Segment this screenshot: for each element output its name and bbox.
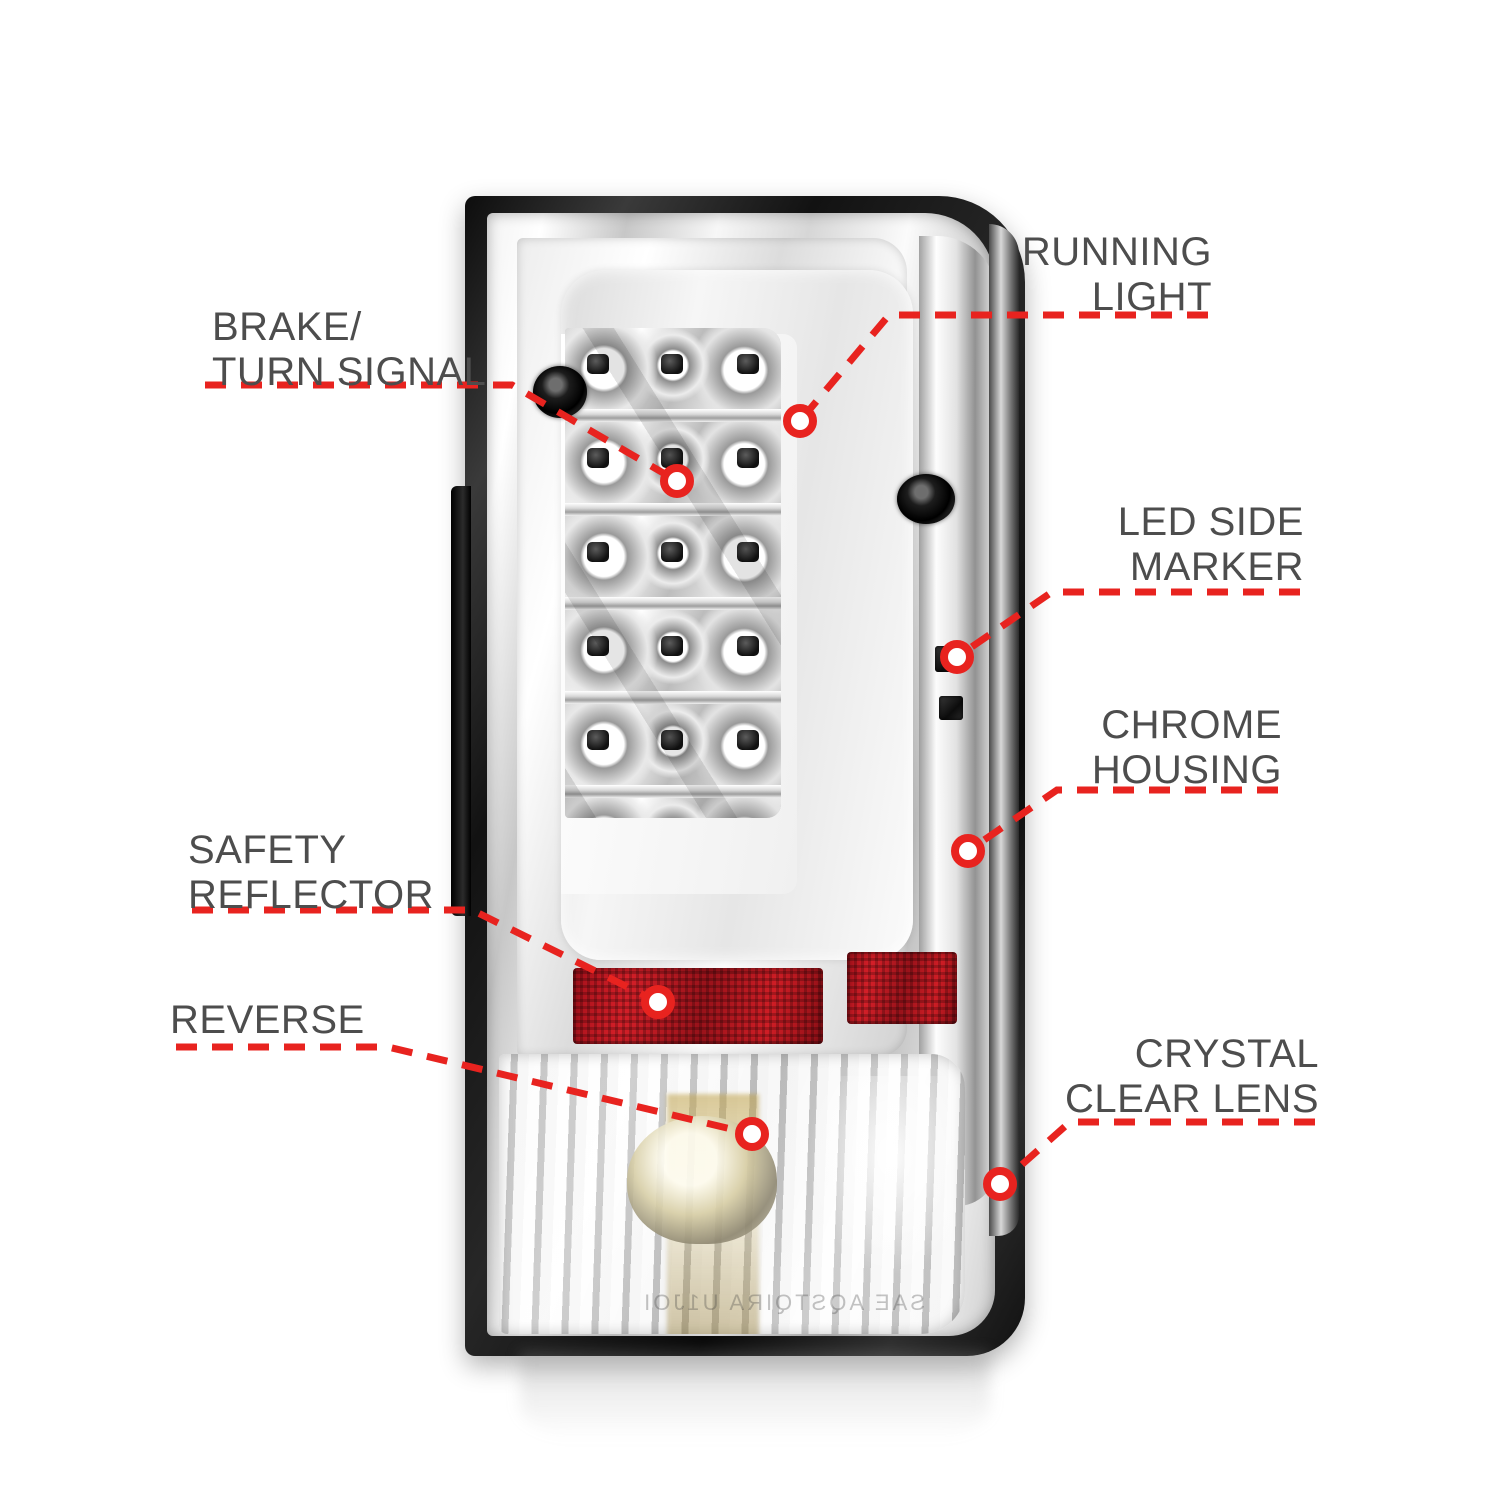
lens-highlight [807,1076,947,1276]
led-emitter [661,542,683,562]
reverse-light-lens: SAE AQSTQIRA U1JOI [499,1054,965,1334]
led-row [565,610,781,691]
led-row [565,704,781,785]
led-emitter [737,730,759,750]
safety-reflector-side [847,952,957,1024]
led-side-marker-upper [935,646,961,672]
callout-label-running-light: RUNNING LIGHT [1021,230,1212,319]
led-emitter [587,636,609,656]
led-divider-bar [565,503,781,516]
lens-facet-overlay [565,328,781,818]
led-divider-bar [565,785,781,798]
led-emitter [661,730,683,750]
led-emitter [737,448,759,468]
callout-label-chrome-housing: CHROME HOUSING [1091,703,1282,792]
led-emitter [737,542,759,562]
led-divider-bar [565,597,781,610]
callout-label-crystal-clear-lens: CRYSTAL CLEAR LENS [1065,1032,1319,1121]
led-emitter [737,636,759,656]
callout-label-brake-turn-signal: BRAKE/ TURN SIGNAL [212,305,487,394]
floor-reflection [520,1352,990,1462]
product-image-tail-light: SAE AQSTQIRA U1JOI [451,196,1025,1356]
leader-line-crystal-clear-lens [997,1118,1315,1187]
callout-label-led-side-marker: LED SIDE MARKER [1117,500,1304,589]
callout-label-safety-reflector: SAFETY REFLECTOR [188,828,435,917]
housing-side-spine [451,486,471,916]
led-emitter [661,636,683,656]
led-emitter [737,354,759,374]
led-emitter [587,354,609,374]
led-emitter [661,354,683,374]
chrome-housing-outer-edge [989,224,1019,1236]
led-emitter [587,730,609,750]
mounting-screw-top-left [533,366,587,418]
led-emitter [587,542,609,562]
callout-label-reverse: REVERSE [170,998,365,1042]
led-row [565,798,781,818]
led-divider-bar [565,691,781,704]
brake-turn-signal-led-array [565,328,781,818]
led-side-marker-lower [939,696,963,720]
mounting-screw-top-right [897,474,955,524]
lens-sae-marking: SAE AQSTQIRA U1JOI [641,1290,925,1315]
led-row [565,516,781,597]
reverse-bulb [627,1116,777,1244]
safety-reflector-main [573,968,823,1044]
